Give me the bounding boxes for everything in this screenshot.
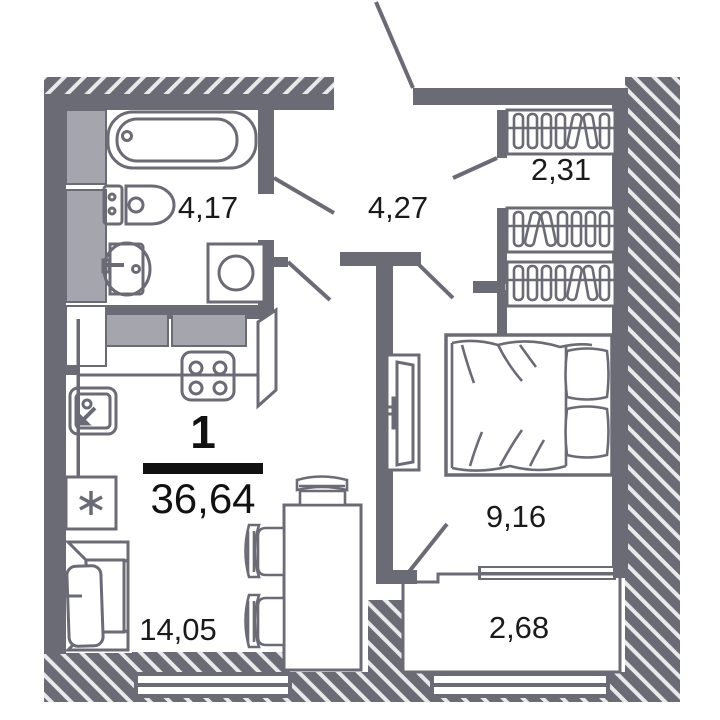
bathroom-group <box>65 109 266 367</box>
label-bedroom-area: 9,16 <box>486 499 546 534</box>
wardrobe-closet-2 <box>505 206 617 254</box>
upper-cabinet-2 <box>171 313 247 347</box>
shaft-panel-2 <box>65 189 107 303</box>
total-area-label: 36,64 <box>150 475 255 522</box>
wardrobe-closet-3 <box>505 260 617 308</box>
summary-divider-bar <box>143 463 263 474</box>
living-room-group <box>64 475 363 672</box>
counter-corner <box>256 307 278 410</box>
dining-chair-left-2 <box>244 593 286 649</box>
area-labels: 4,17 4,27 2,31 9,16 2,68 14,05 <box>139 152 591 647</box>
washing-machine-icon <box>206 242 266 304</box>
kitchen-sink-icon <box>68 386 118 436</box>
wall-central-bottom <box>376 560 393 584</box>
sofa-icon <box>64 540 132 653</box>
snowflake-icon <box>79 491 103 515</box>
wall-top-left <box>44 77 334 94</box>
upper-cabinet-1 <box>105 313 169 347</box>
wall-top-entry <box>413 88 628 105</box>
label-balcony-area: 2,68 <box>489 610 549 645</box>
doors <box>272 1 498 580</box>
washbasin-icon <box>101 241 152 297</box>
wall-central-top-left <box>340 252 393 266</box>
summary-block: 1 36,64 <box>143 406 263 522</box>
wall-central <box>376 252 393 582</box>
label-hallway-area: 4,27 <box>368 190 428 225</box>
bedroom-group <box>444 333 614 477</box>
toilet-icon <box>102 184 176 226</box>
wall-closet-2-left <box>497 208 507 284</box>
wall-right <box>625 77 680 690</box>
wall-bath-stub <box>258 257 288 267</box>
label-closet-area: 2,31 <box>531 152 591 187</box>
bed-blanket <box>450 339 593 472</box>
wall-closet-1-left <box>497 110 507 158</box>
kitchen-group <box>64 307 278 531</box>
wall-tv-icon <box>383 353 421 472</box>
window-balcony <box>430 672 610 698</box>
door-bathroom <box>272 176 336 215</box>
balcony-outline <box>401 572 622 674</box>
wardrobe-closet-1 <box>505 108 617 156</box>
wall-right-inner <box>612 88 628 578</box>
balcony-group <box>401 572 622 674</box>
bathtub-icon <box>106 110 258 170</box>
rooms-count-label: 1 <box>190 406 216 458</box>
windows <box>134 566 616 698</box>
label-living-area: 14,05 <box>139 612 217 647</box>
door-entrance <box>374 1 415 89</box>
cooktop-icon <box>180 350 236 402</box>
wall-bath-right <box>258 94 274 194</box>
label-bathroom-area: 4,17 <box>178 190 238 225</box>
ventilation-shaft <box>64 475 118 531</box>
bed-pillows <box>564 347 610 459</box>
door-closet <box>452 156 498 180</box>
wall-balcony-left-2 <box>368 600 403 675</box>
dining-chair-top <box>295 475 349 507</box>
window-living <box>134 672 292 698</box>
wall-top-bath <box>44 94 334 110</box>
door-bedroom-lower <box>402 522 449 580</box>
door-kitchen <box>286 260 332 302</box>
wall-closet-3-left <box>497 290 507 342</box>
dining-table <box>282 503 363 672</box>
shaft-panel-1 <box>65 109 107 185</box>
wall-left-exterior <box>44 94 66 654</box>
shaft-panel-3 <box>65 305 107 367</box>
counter-edge <box>78 319 80 492</box>
door-bedroom-upper <box>410 256 455 300</box>
dining-chair-left-1 <box>244 523 286 579</box>
closet-group <box>505 108 617 308</box>
